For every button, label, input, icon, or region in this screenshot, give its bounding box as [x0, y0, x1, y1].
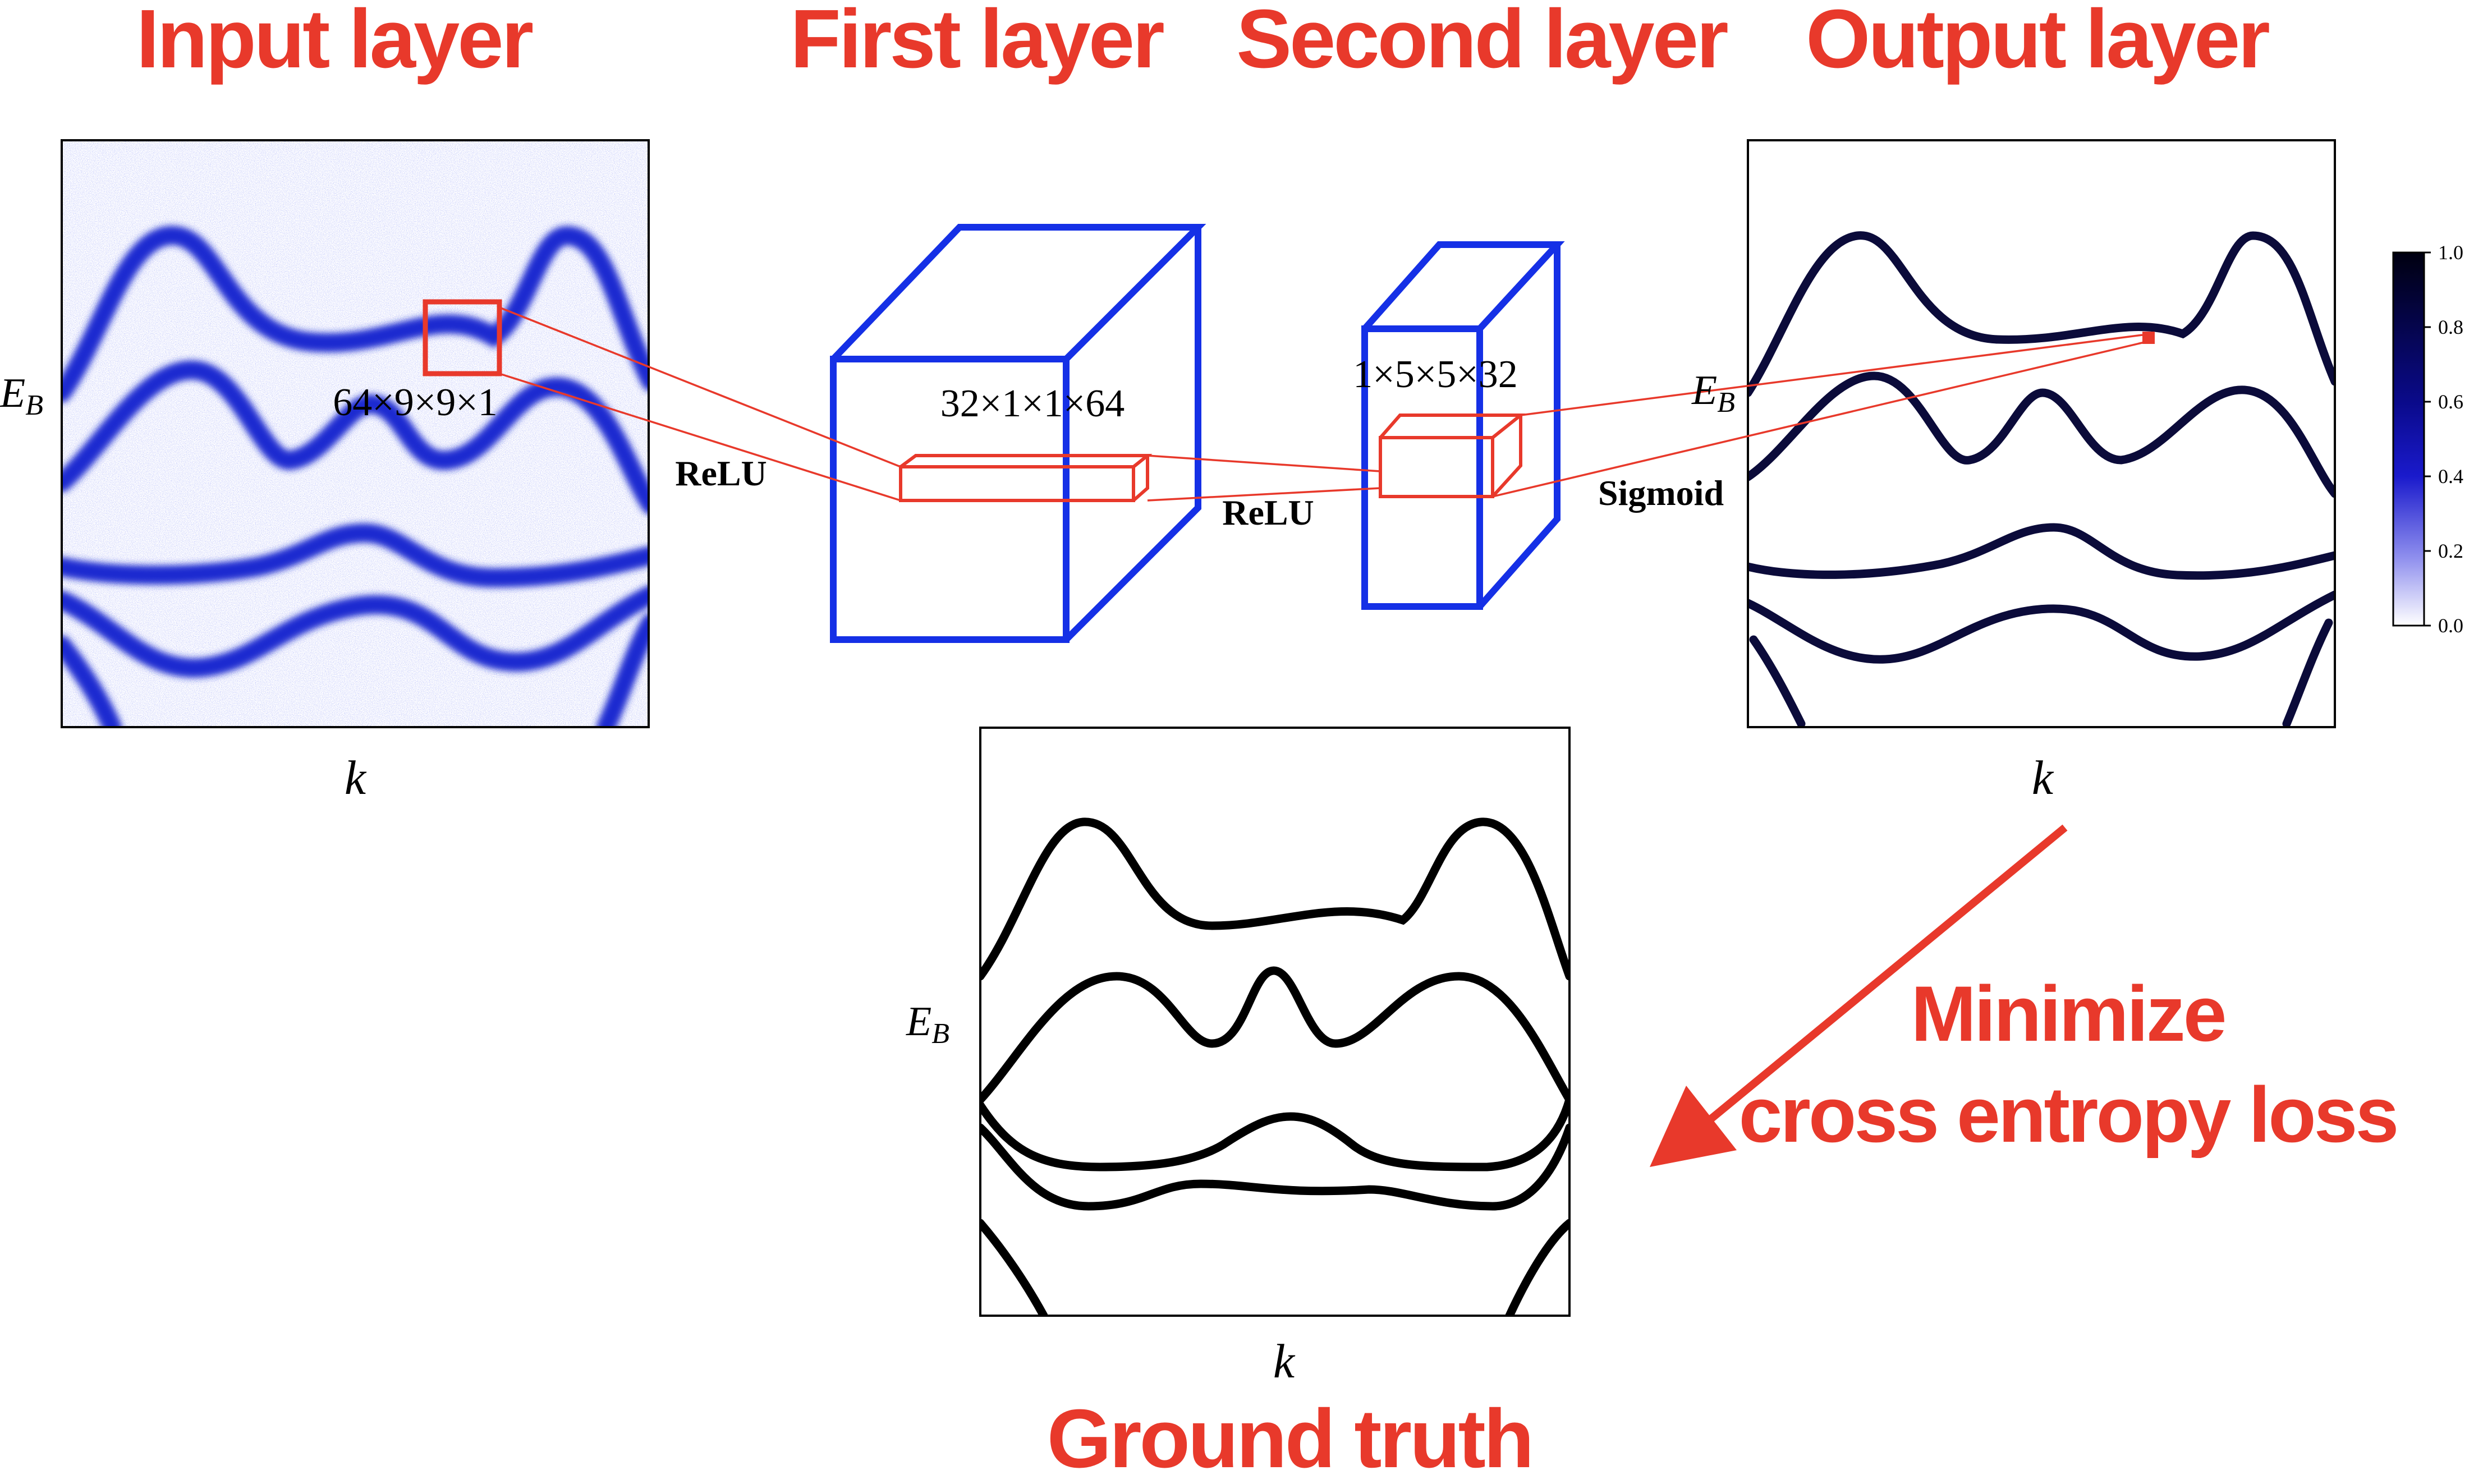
gt-band-6 — [1505, 1219, 1569, 1316]
input-y-label: EB — [0, 370, 43, 421]
input-band-4 — [62, 585, 649, 678]
output-y-label-main: E — [1691, 367, 1717, 414]
loss-arrow — [1650, 824, 2068, 1167]
heading-second-layer: Second layer — [1236, 0, 1728, 85]
colorbar-tick-1-0: 1.0 — [2438, 241, 2463, 264]
second-layer-dimension: 1×5×5×32 — [1353, 353, 1517, 396]
colorbar-tick-0-2: 0.2 — [2438, 540, 2463, 562]
output-y-label-sub: B — [1717, 387, 1735, 419]
loss-text-line2: cross entropy loss — [1739, 1070, 2397, 1159]
gt-band-3 — [980, 1095, 1569, 1171]
output-panel — [1747, 139, 2336, 728]
svg-text:EB: EB — [1691, 367, 1735, 419]
input-kernel-dimension: 64×9×9×1 — [333, 381, 497, 424]
input-band-3 — [62, 523, 649, 588]
colorbar-tick-0-0: 0.0 — [2438, 614, 2463, 637]
colorbar-tick-0-4: 0.4 — [2438, 465, 2463, 488]
gt-y-label: EB — [906, 999, 949, 1050]
output-y-label: EB — [1691, 367, 1735, 419]
input-y-label-sub: B — [25, 389, 43, 421]
gt-band-5 — [980, 1219, 1048, 1316]
heading-ground-truth: Ground truth — [1047, 1393, 1532, 1484]
output-band-6 — [2282, 618, 2333, 727]
activation-sigmoid: Sigmoid — [1598, 473, 1724, 513]
output-target-pixel — [2142, 332, 2155, 344]
second-layer-block — [1361, 241, 1565, 610]
colorbar-tick-0-8: 0.8 — [2438, 316, 2463, 338]
first-layer-kernel-box — [899, 454, 1153, 502]
gt-y-label-sub: B — [931, 1018, 949, 1050]
svg-text:EB: EB — [0, 370, 43, 421]
second-layer-kernel-box — [1379, 414, 1526, 498]
input-band-2 — [62, 360, 649, 514]
gt-band-2 — [980, 966, 1569, 1104]
first-layer-block — [830, 224, 1206, 643]
output-band-3 — [1748, 523, 2335, 580]
colorbar: 1.0 0.8 0.6 0.4 0.2 0.0 — [2392, 241, 2463, 637]
first-layer-dimension: 32×1×1×64 — [940, 382, 1125, 425]
gt-y-label-main: E — [906, 999, 931, 1045]
gt-x-label: k — [1273, 1334, 1296, 1388]
heading-input-layer: Input layer — [136, 0, 533, 85]
activation-relu-2: ReLU — [1222, 493, 1314, 532]
input-panel — [61, 139, 650, 728]
input-band-6 — [596, 613, 649, 727]
activation-relu-1: ReLU — [675, 453, 767, 493]
input-y-label-main: E — [0, 370, 25, 416]
heading-output-layer: Output layer — [1806, 0, 2269, 85]
ground-truth-panel — [979, 727, 1571, 1317]
input-band-1 — [62, 226, 649, 402]
output-band-5 — [1749, 635, 1806, 727]
svg-text:EB: EB — [906, 999, 949, 1050]
output-band-2 — [1748, 371, 2335, 498]
input-band-5 — [62, 636, 122, 727]
output-x-label: k — [2032, 751, 2054, 805]
input-receptive-field — [423, 299, 502, 376]
gt-band-4 — [980, 1123, 1569, 1211]
loss-text-line1: Minimize — [1911, 970, 2224, 1058]
connection-lines — [499, 306, 2150, 502]
input-x-label: k — [345, 751, 367, 805]
gt-band-1 — [980, 817, 1569, 981]
heading-first-layer: First layer — [790, 0, 1164, 85]
output-band-1 — [1748, 231, 2335, 397]
colorbar-tick-0-6: 0.6 — [2438, 390, 2463, 413]
output-band-4 — [1748, 590, 2335, 664]
